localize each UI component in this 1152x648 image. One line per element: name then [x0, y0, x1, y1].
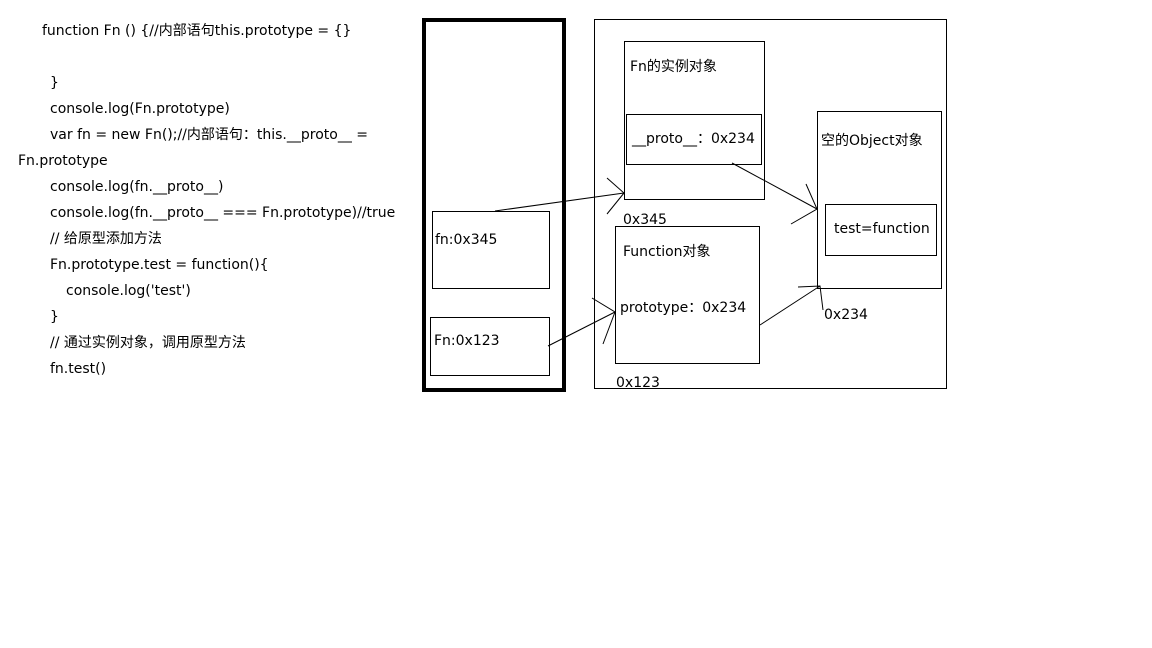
instance-object-box	[624, 41, 765, 200]
stack-fn-variable-box	[432, 211, 550, 289]
heap-region	[594, 19, 947, 389]
code-line-11: }	[50, 309, 59, 325]
instance-object-address: 0x345	[623, 212, 667, 228]
empty-object-title: 空的Object对象	[821, 133, 923, 149]
code-line-6: console.log(fn.__proto__)	[50, 179, 224, 195]
code-line-9: Fn.prototype.test = function(){	[50, 257, 269, 273]
function-object-title: Function对象	[623, 244, 711, 260]
code-line-10: console.log('test')	[66, 283, 191, 299]
empty-object-box	[817, 111, 942, 289]
arrow-fn-to-instance	[494, 192, 625, 212]
code-line-13: fn.test()	[50, 361, 107, 377]
code-line-5: Fn.prototype	[18, 153, 108, 169]
empty-object-address: 0x234	[824, 307, 868, 323]
stack-fn-variable: fn:0x345	[435, 232, 498, 248]
empty-object-test-field: test=function	[834, 221, 930, 237]
code-line-2: }	[50, 75, 59, 91]
arrow-Fn-to-function-object-head	[591, 297, 616, 345]
instance-object-title: Fn的实例对象	[630, 59, 717, 75]
arrow-proto-to-empty-object	[731, 162, 818, 210]
function-object-address: 0x123	[616, 375, 660, 391]
arrow-proto-to-empty-object-head	[790, 183, 818, 225]
instance-proto-field-box	[626, 114, 762, 165]
code-line-12: // 通过实例对象，调用原型方法	[50, 335, 246, 351]
arrow-fn-to-instance-head	[606, 177, 625, 215]
stack-region	[422, 18, 566, 392]
code-line-8: // 给原型添加方法	[50, 231, 162, 247]
stack-Fn-variable-box	[430, 317, 550, 376]
code-line-3: console.log(Fn.prototype)	[50, 101, 230, 117]
function-object-box	[615, 226, 760, 364]
code-line-1: function Fn () {//内部语句this.prototype = {…	[42, 23, 352, 39]
empty-object-test-field-box	[825, 204, 937, 256]
arrow-Fn-to-function-object	[547, 311, 616, 347]
instance-proto-field: __proto__：0x234	[632, 131, 755, 147]
stack-Fn-variable: Fn:0x123	[434, 333, 500, 349]
arrow-prototype-to-empty-object-head	[797, 285, 824, 311]
arrow-prototype-to-empty-object	[759, 285, 821, 326]
code-line-7: console.log(fn.__proto__ === Fn.prototyp…	[50, 205, 396, 221]
function-prototype-field: prototype：0x234	[620, 300, 747, 316]
code-line-4: var fn = new Fn();//内部语句：this.__proto__ …	[50, 127, 369, 143]
